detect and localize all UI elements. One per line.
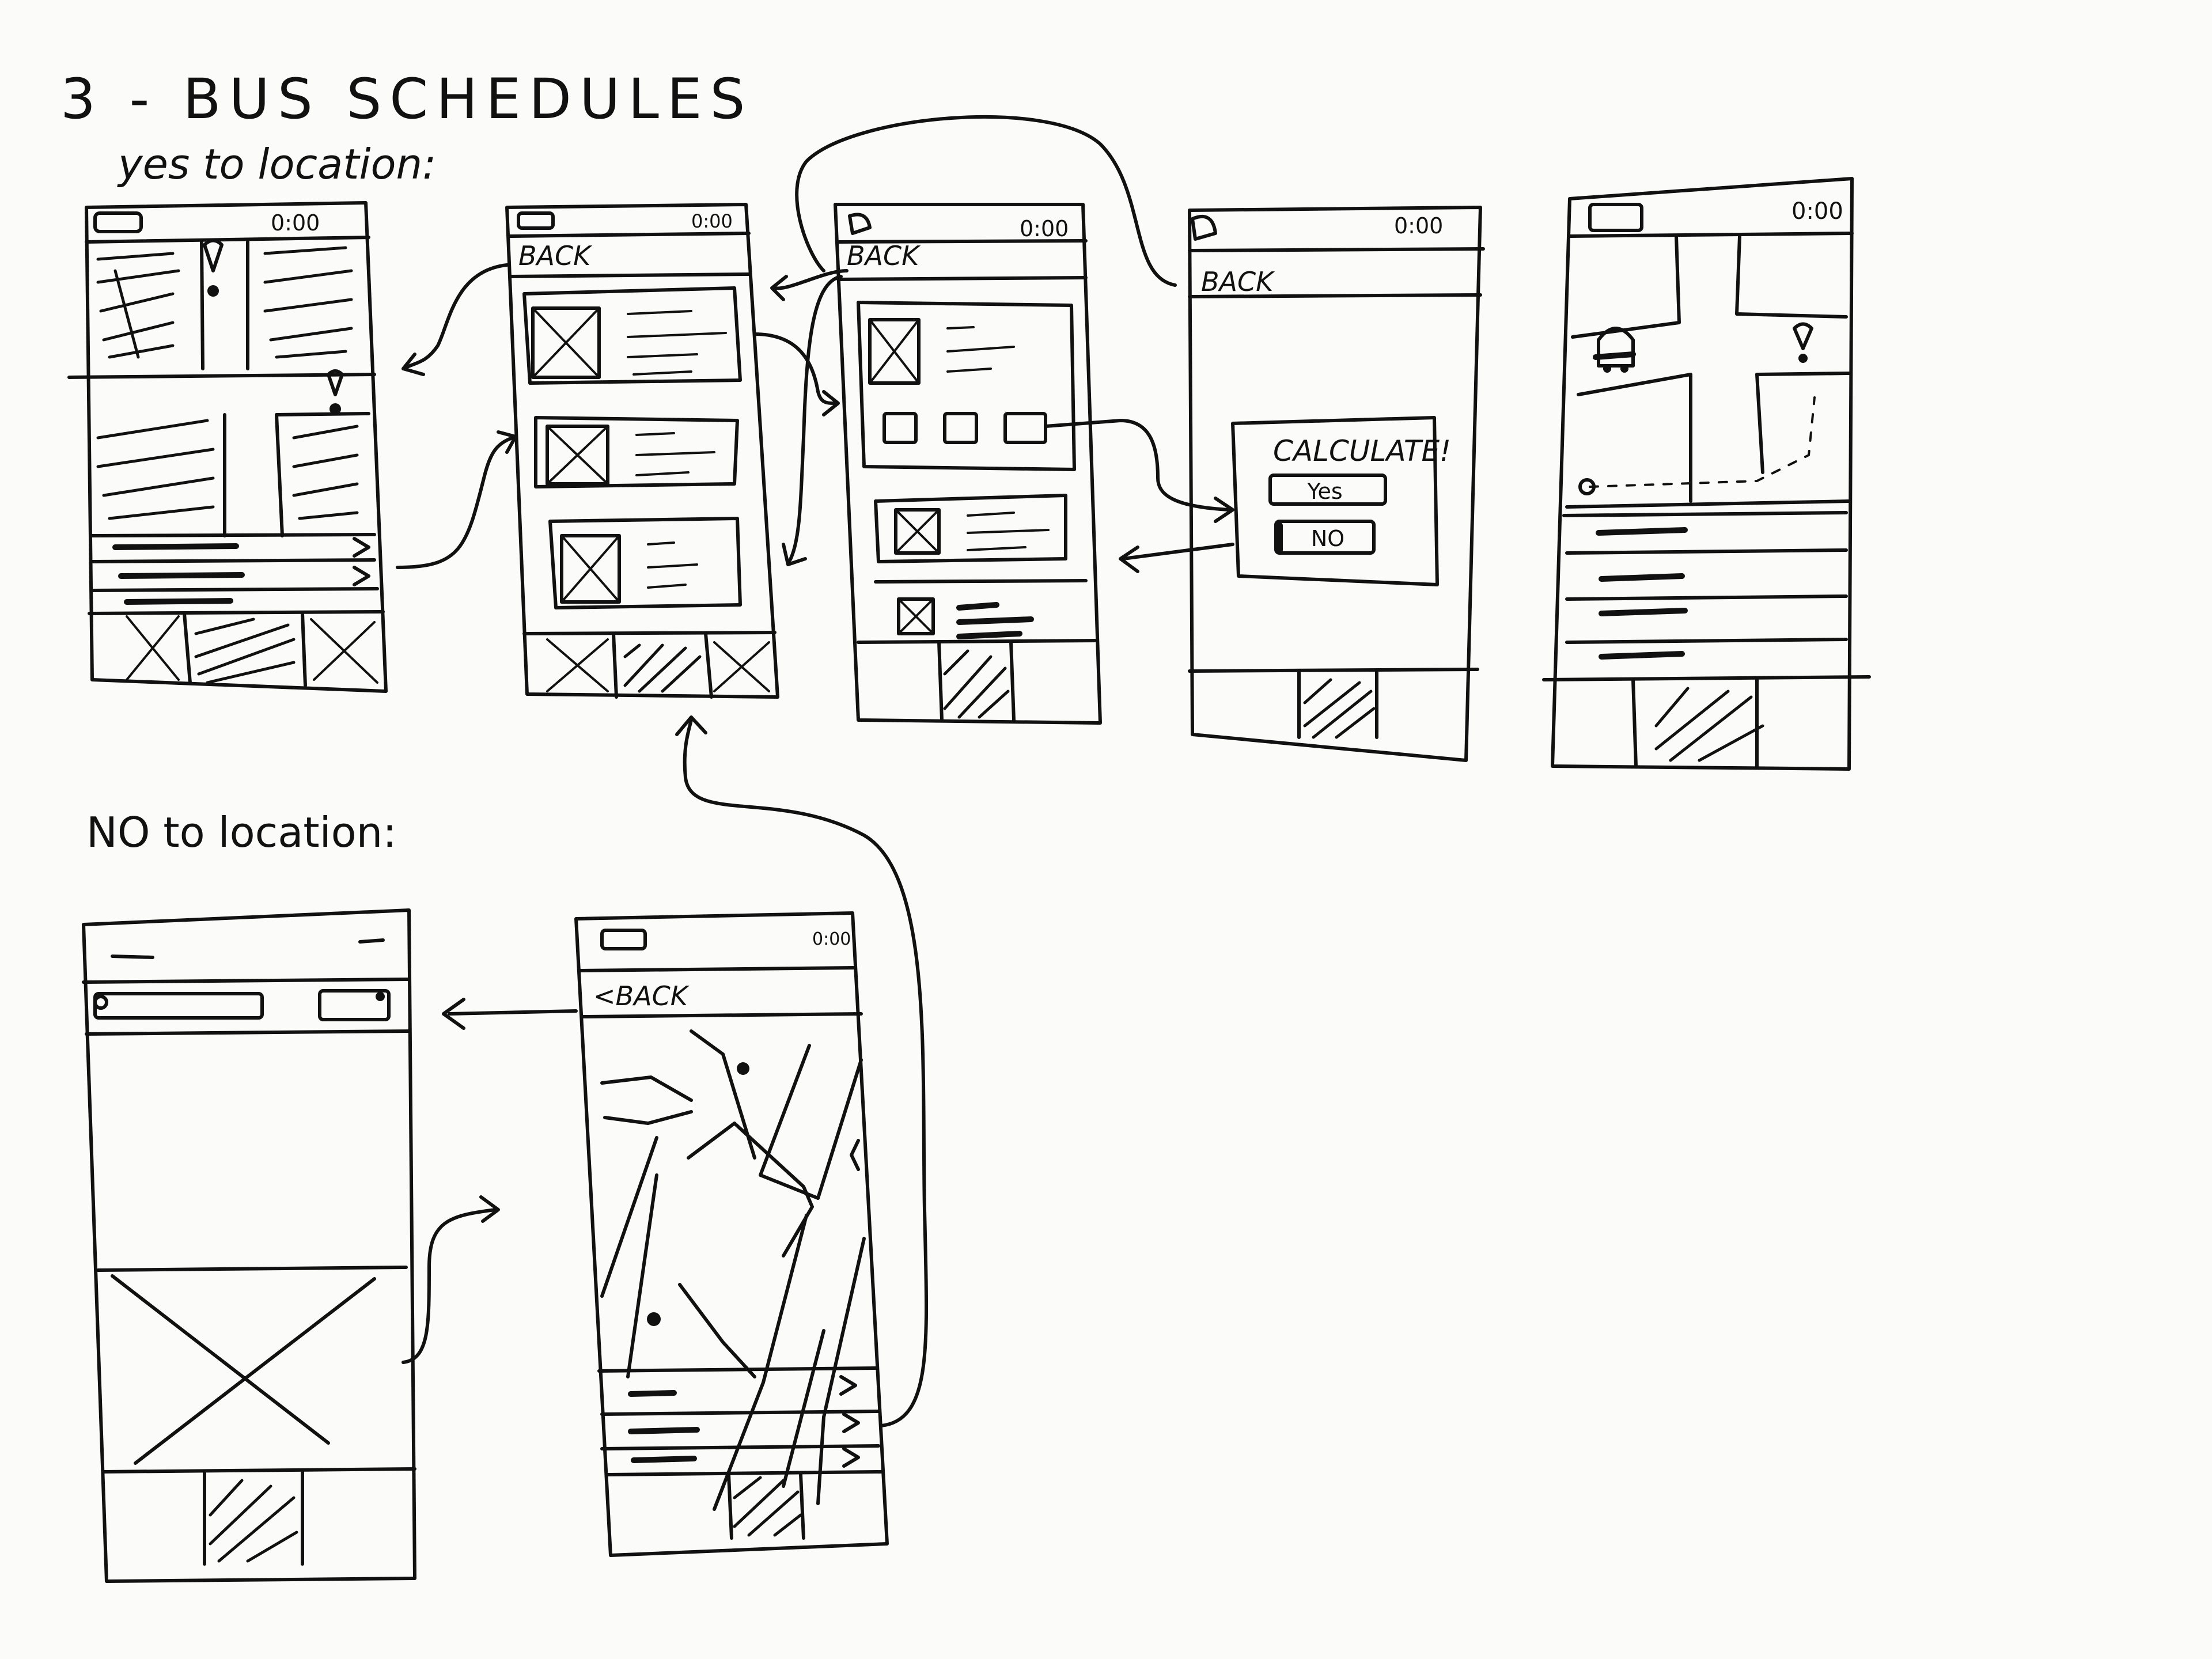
dialog-yes-button[interactable]: Yes [1268, 474, 1387, 506]
schedule-card[interactable] [548, 517, 742, 609]
status-bar-time: 0:00 [1020, 216, 1069, 241]
wireframe-map-home: 0:00 [67, 201, 388, 693]
option-chip[interactable] [943, 412, 978, 444]
tab-placeholder-icon [310, 618, 378, 684]
schedule-card[interactable] [534, 416, 739, 488]
chevron-right-icon [353, 566, 370, 586]
chevron-right-icon [842, 1412, 860, 1433]
location-pin-icon [1793, 322, 1813, 363]
back-link[interactable]: BACK [1201, 266, 1275, 297]
wireframe-search [82, 908, 416, 1583]
image-placeholder [111, 1274, 376, 1465]
status-bar-battery-icon [848, 213, 872, 235]
status-bar-battery-icon [1191, 215, 1217, 241]
chevron-right-icon [839, 1375, 857, 1396]
wireframe-calculate-dialog: 0:00 BACK CALCULATE! Yes NO [1188, 206, 1485, 762]
back-link[interactable]: BACK [847, 240, 921, 271]
wireframe-map-results: 0:00 <BACK [574, 911, 889, 1557]
tab-active-icon [194, 618, 296, 684]
location-button[interactable] [318, 989, 391, 1021]
status-bar-time: 0:00 [691, 210, 733, 232]
search-input[interactable] [93, 992, 264, 1020]
status-bar-battery-icon [600, 929, 647, 950]
status-bar-time: 0:00 [271, 210, 320, 236]
tab-active-icon [1303, 678, 1376, 739]
dialog-no-button[interactable]: NO [1274, 520, 1376, 555]
calculate-dialog: CALCULATE! Yes NO [1231, 416, 1451, 586]
sketch-title: 3 - BUS SCHEDULES [60, 67, 753, 131]
chevron-right-icon [353, 537, 370, 558]
wireframe-route-detail: 0:00 BACK [834, 203, 1102, 725]
dialog-no-label: NO [1311, 526, 1344, 551]
section-heading-no: NO to location: [86, 808, 397, 857]
tab-placeholder-icon [126, 615, 180, 681]
status-bar-time: 0:00 [812, 929, 851, 949]
search-icon [93, 995, 108, 1010]
tab-active-icon [209, 1479, 298, 1563]
location-pin-icon [327, 369, 344, 415]
bus-icon [1593, 327, 1636, 373]
map-marker [737, 1062, 749, 1075]
status-bar-battery-icon [517, 211, 555, 230]
dialog-yes-label: Yes [1306, 479, 1342, 504]
tab-placeholder-icon [713, 641, 770, 692]
tab-placeholder-icon [546, 638, 609, 692]
route-detail-card [857, 301, 1076, 471]
flow-arrows [396, 115, 1234, 1427]
status-bar-battery-icon [1588, 203, 1643, 232]
location-pin-icon [203, 238, 224, 297]
map-marker [647, 1312, 661, 1326]
wireframe-schedule-list: 0:00 BACK [505, 203, 779, 699]
status-bar-time: 0:00 [1394, 213, 1443, 238]
section-heading-yes: yes to location: [117, 140, 436, 188]
map-edge-marker [850, 1139, 860, 1171]
option-chip[interactable] [882, 412, 918, 444]
status-bar-time: 0:00 [1791, 198, 1843, 225]
option-chip[interactable] [1003, 412, 1047, 444]
wireframe-live-bus-map: 0:00 [1542, 177, 1871, 771]
status-bar-battery-icon [93, 211, 143, 233]
tab-active-icon [733, 1476, 802, 1537]
schedule-card[interactable] [874, 579, 1088, 639]
schedule-card[interactable] [874, 494, 1067, 563]
tab-active-icon [623, 643, 702, 693]
tab-active-icon [1654, 687, 1764, 762]
tab-active-icon [943, 649, 1010, 719]
schedule-card[interactable] [522, 286, 742, 385]
dialog-title: CALCULATE! [1273, 434, 1451, 468]
back-link[interactable]: <BACK [593, 980, 690, 1012]
chevron-right-icon [842, 1447, 860, 1468]
back-link[interactable]: BACK [518, 240, 593, 271]
